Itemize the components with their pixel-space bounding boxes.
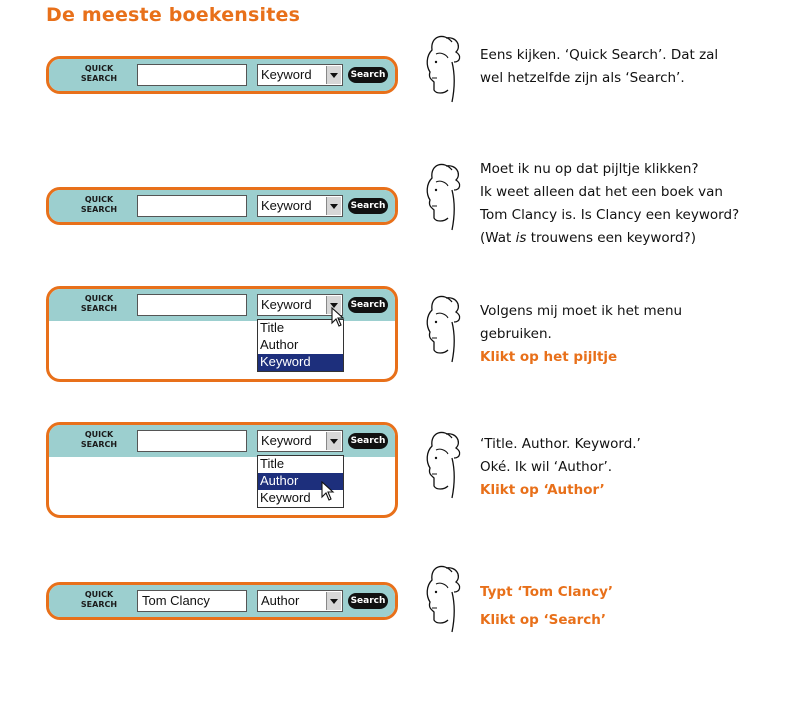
search-input[interactable]: Tom Clancy <box>137 590 247 612</box>
dropdown-option-title[interactable]: Title <box>260 456 285 471</box>
caption-line: Volgens mij moet ik het menu <box>480 303 683 319</box>
face-sketch-icon <box>426 35 461 103</box>
dropdown-arrow-icon[interactable] <box>326 592 341 610</box>
quick-search-label-line2: SEARCH <box>80 205 118 214</box>
quick-search-label: QUICK SEARCH <box>67 430 131 450</box>
step-caption: Typt ‘Tom Clancy’ Klikt op ‘Search’ <box>480 578 780 634</box>
search-button[interactable]: Search <box>348 593 388 609</box>
quick-search-label: QUICK SEARCH <box>67 294 131 314</box>
search-button[interactable]: Search <box>348 297 388 313</box>
caption-line: Ik weet alleen dat het een boek van <box>480 184 723 200</box>
step-caption: ‘Title. Author. Keyword.’ Oké. Ik wil ‘A… <box>480 433 780 502</box>
search-input[interactable] <box>137 430 247 452</box>
search-type-select[interactable]: Keyword <box>257 64 343 86</box>
step-caption: Moet ik nu op dat pijltje klikken? Ik we… <box>480 158 780 250</box>
dropdown-option-keyword[interactable]: Keyword <box>258 354 343 371</box>
search-type-select[interactable]: Author <box>257 590 343 612</box>
caption-text: (Wat <box>480 230 516 246</box>
caption-line: (Wat is trouwens een keyword?) <box>480 227 780 250</box>
caption-line: Moet ik nu op dat pijltje klikken? <box>480 161 699 177</box>
quick-search-label-line2: SEARCH <box>80 600 118 609</box>
quick-search-label-line2: SEARCH <box>80 440 118 449</box>
step-caption: Volgens mij moet ik het menu gebruiken. … <box>480 300 780 369</box>
quick-search-label-line2: SEARCH <box>80 74 118 83</box>
search-button[interactable]: Search <box>348 67 388 83</box>
select-value: Keyword <box>261 433 312 448</box>
search-input[interactable] <box>137 64 247 86</box>
caption-line: wel hetzelfde zijn als ‘Search’. <box>480 70 685 86</box>
quick-search-label-line1: QUICK <box>84 430 114 439</box>
quick-search-label-line2: SEARCH <box>80 304 118 313</box>
caption-emphasis: is <box>515 230 527 246</box>
search-button[interactable]: Search <box>348 433 388 449</box>
dropdown-option-keyword[interactable]: Keyword <box>260 490 311 505</box>
quick-search-label: QUICK SEARCH <box>67 195 131 215</box>
dropdown-option-author[interactable]: Author <box>260 337 299 352</box>
quick-search-label: QUICK SEARCH <box>67 590 131 610</box>
quick-search-widget: QUICK SEARCH Keyword Search <box>46 56 398 94</box>
dropdown-arrow-icon[interactable] <box>326 66 341 84</box>
select-value: Keyword <box>261 198 312 213</box>
select-value: Keyword <box>261 297 312 312</box>
search-type-select[interactable]: Keyword <box>257 294 343 316</box>
quick-search-label-line1: QUICK <box>84 590 114 599</box>
search-input[interactable] <box>137 195 247 217</box>
quick-search-label-line1: QUICK <box>84 294 114 303</box>
quick-search-widget: QUICK SEARCH Keyword Search Title Author… <box>46 422 398 518</box>
dropdown-arrow-icon[interactable] <box>326 197 341 215</box>
pointer-cursor-icon <box>321 481 335 501</box>
action-text: Klikt op ‘Search’ <box>480 612 607 628</box>
caption-text: trouwens een keyword?) <box>526 230 696 246</box>
quick-search-widget: QUICK SEARCH Tom Clancy Author Search <box>46 582 398 620</box>
pointer-cursor-icon <box>331 307 345 327</box>
action-text: Klikt op het pijltje <box>480 349 618 365</box>
action-text: Typt ‘Tom Clancy’ <box>480 584 613 600</box>
dropdown-arrow-icon[interactable] <box>326 296 341 314</box>
dropdown-menu: Title Author Keyword <box>257 319 344 372</box>
caption-line: Eens kijken. ‘Quick Search’. Dat zal <box>480 47 719 63</box>
search-button[interactable]: Search <box>348 198 388 214</box>
face-sketch-icon <box>426 163 461 231</box>
quick-search-label-line1: QUICK <box>84 195 114 204</box>
caption-line: Tom Clancy is. Is Clancy een keyword? <box>480 207 740 223</box>
dropdown-arrow-icon[interactable] <box>326 432 341 450</box>
dropdown-option-title[interactable]: Title <box>260 320 285 335</box>
quick-search-widget: QUICK SEARCH Keyword Search <box>46 187 398 225</box>
quick-search-label: QUICK SEARCH <box>67 64 131 84</box>
face-sketch-icon <box>426 295 461 363</box>
face-sketch-icon <box>426 431 461 499</box>
select-value: Keyword <box>261 67 312 82</box>
search-type-select[interactable]: Keyword <box>257 430 343 452</box>
quick-search-label-line1: QUICK <box>84 64 114 73</box>
action-text: Klikt op ‘Author’ <box>480 482 605 498</box>
search-input[interactable] <box>137 294 247 316</box>
select-value: Author <box>261 593 300 608</box>
caption-line: gebruiken. <box>480 326 552 342</box>
search-type-select[interactable]: Keyword <box>257 195 343 217</box>
step-caption: Eens kijken. ‘Quick Search’. Dat zal wel… <box>480 44 780 90</box>
page-title: De meeste boekensites <box>46 4 301 26</box>
face-sketch-icon <box>426 565 461 633</box>
caption-line: ‘Title. Author. Keyword.’ <box>480 436 641 452</box>
quick-search-widget: QUICK SEARCH Keyword Search Title Author… <box>46 286 398 382</box>
caption-line: Oké. Ik wil ‘Author’. <box>480 459 613 475</box>
